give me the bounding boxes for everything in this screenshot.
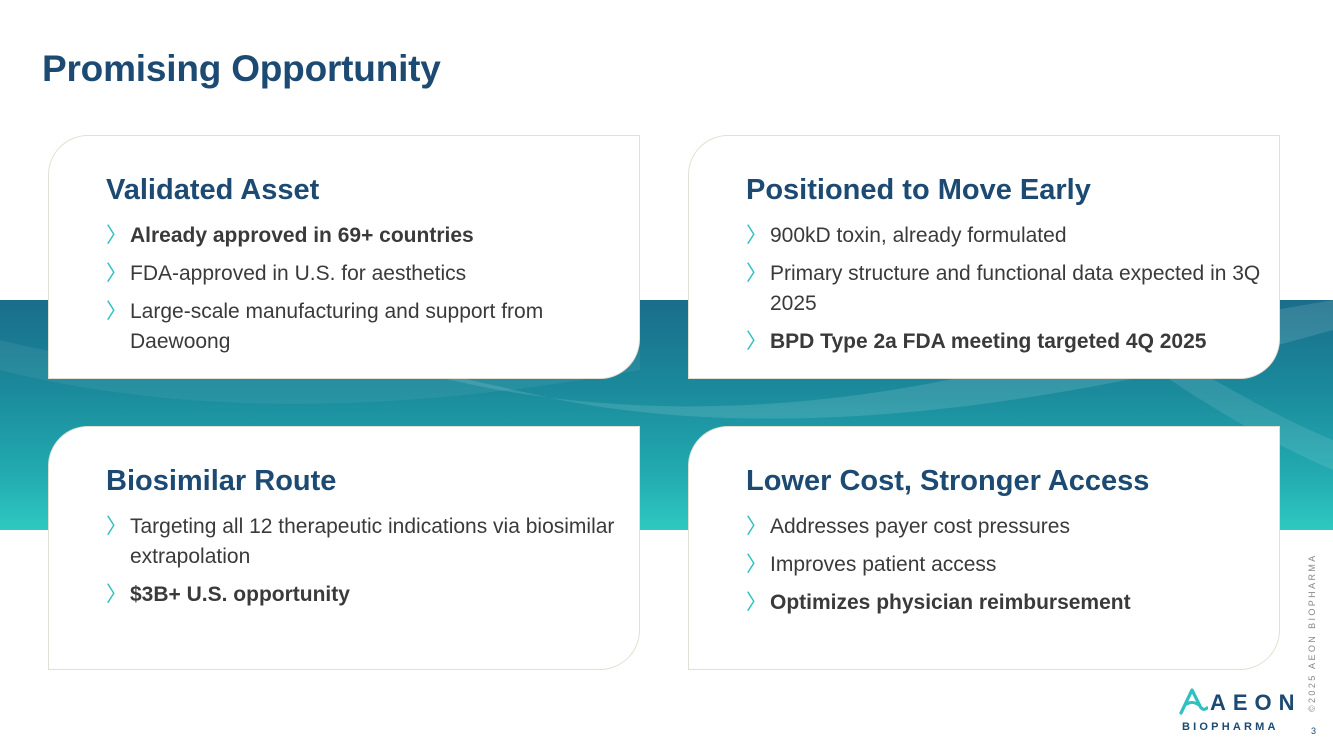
list-item-text: Addresses payer cost pressures xyxy=(770,515,1070,538)
card-biosimilar-route: Biosimilar Route 〉Targeting all 12 thera… xyxy=(48,426,640,670)
aeon-logo: AEON BIOPHARMA xyxy=(1176,686,1295,736)
chevron-right-icon: 〉 xyxy=(106,300,127,323)
chevron-right-icon: 〉 xyxy=(106,583,127,606)
card-heading: Lower Cost, Stronger Access xyxy=(746,465,1150,497)
copyright-notice: ©2025 AEON BIOPHARMA xyxy=(1307,553,1317,712)
list-item: 〉BPD Type 2a FDA meeting targeted 4Q 202… xyxy=(746,327,1266,357)
list-item: 〉Optimizes physician reimbursement xyxy=(746,588,1266,618)
list-item-text: Primary structure and functional data ex… xyxy=(770,262,1261,315)
list-item: 〉Improves patient access xyxy=(746,550,1266,580)
list-item: 〉Already approved in 69+ countries xyxy=(106,221,626,251)
card-positioned-to-move-early: Positioned to Move Early 〉900kD toxin, a… xyxy=(688,135,1280,379)
list-item-text: BPD Type 2a FDA meeting targeted 4Q 2025 xyxy=(770,330,1207,353)
aeon-logo-mark-icon xyxy=(1179,688,1208,715)
chevron-right-icon: 〉 xyxy=(746,515,767,538)
list-item-text: Large-scale manufacturing and support fr… xyxy=(130,300,544,353)
list-item-text: Optimizes physician reimbursement xyxy=(770,591,1131,614)
page-number: 3 xyxy=(1311,726,1317,736)
list-item-text: Targeting all 12 therapeutic indications… xyxy=(130,515,615,568)
chevron-right-icon: 〉 xyxy=(746,224,767,247)
list-item-text: Improves patient access xyxy=(770,553,997,576)
card-heading: Positioned to Move Early xyxy=(746,174,1091,206)
card-heading: Biosimilar Route xyxy=(106,465,337,497)
page-title: Promising Opportunity xyxy=(42,48,441,89)
list-item-text: $3B+ U.S. opportunity xyxy=(130,583,350,606)
chevron-right-icon: 〉 xyxy=(106,515,127,538)
list-item: 〉900kD toxin, already formulated xyxy=(746,221,1266,251)
list-item-text: Already approved in 69+ countries xyxy=(130,224,474,247)
bullet-list: 〉Targeting all 12 therapeutic indication… xyxy=(106,512,626,618)
bullet-list: 〉900kD toxin, already formulated 〉Primar… xyxy=(746,221,1266,365)
logo-wordmark: AEON xyxy=(1210,690,1302,715)
list-item: 〉Targeting all 12 therapeutic indication… xyxy=(106,512,626,572)
chevron-right-icon: 〉 xyxy=(746,262,767,285)
list-item-text: FDA-approved in U.S. for aesthetics xyxy=(130,262,467,285)
list-item: 〉Addresses payer cost pressures xyxy=(746,512,1266,542)
chevron-right-icon: 〉 xyxy=(106,262,127,285)
logo-subtitle: BIOPHARMA xyxy=(1182,721,1279,733)
chevron-right-icon: 〉 xyxy=(746,591,767,614)
chevron-right-icon: 〉 xyxy=(106,224,127,247)
chevron-right-icon: 〉 xyxy=(746,330,767,353)
list-item: 〉Primary structure and functional data e… xyxy=(746,259,1266,319)
card-validated-asset: Validated Asset 〉Already approved in 69+… xyxy=(48,135,640,379)
bullet-list: 〉Addresses payer cost pressures 〉Improve… xyxy=(746,512,1266,626)
list-item: 〉$3B+ U.S. opportunity xyxy=(106,580,626,610)
list-item: 〉FDA-approved in U.S. for aesthetics xyxy=(106,259,626,289)
card-heading: Validated Asset xyxy=(106,174,320,206)
card-lower-cost-stronger-access: Lower Cost, Stronger Access 〉Addresses p… xyxy=(688,426,1280,670)
list-item-text: 900kD toxin, already formulated xyxy=(770,224,1067,247)
chevron-right-icon: 〉 xyxy=(746,553,767,576)
list-item: 〉Large-scale manufacturing and support f… xyxy=(106,297,626,357)
bullet-list: 〉Already approved in 69+ countries 〉FDA-… xyxy=(106,221,626,365)
